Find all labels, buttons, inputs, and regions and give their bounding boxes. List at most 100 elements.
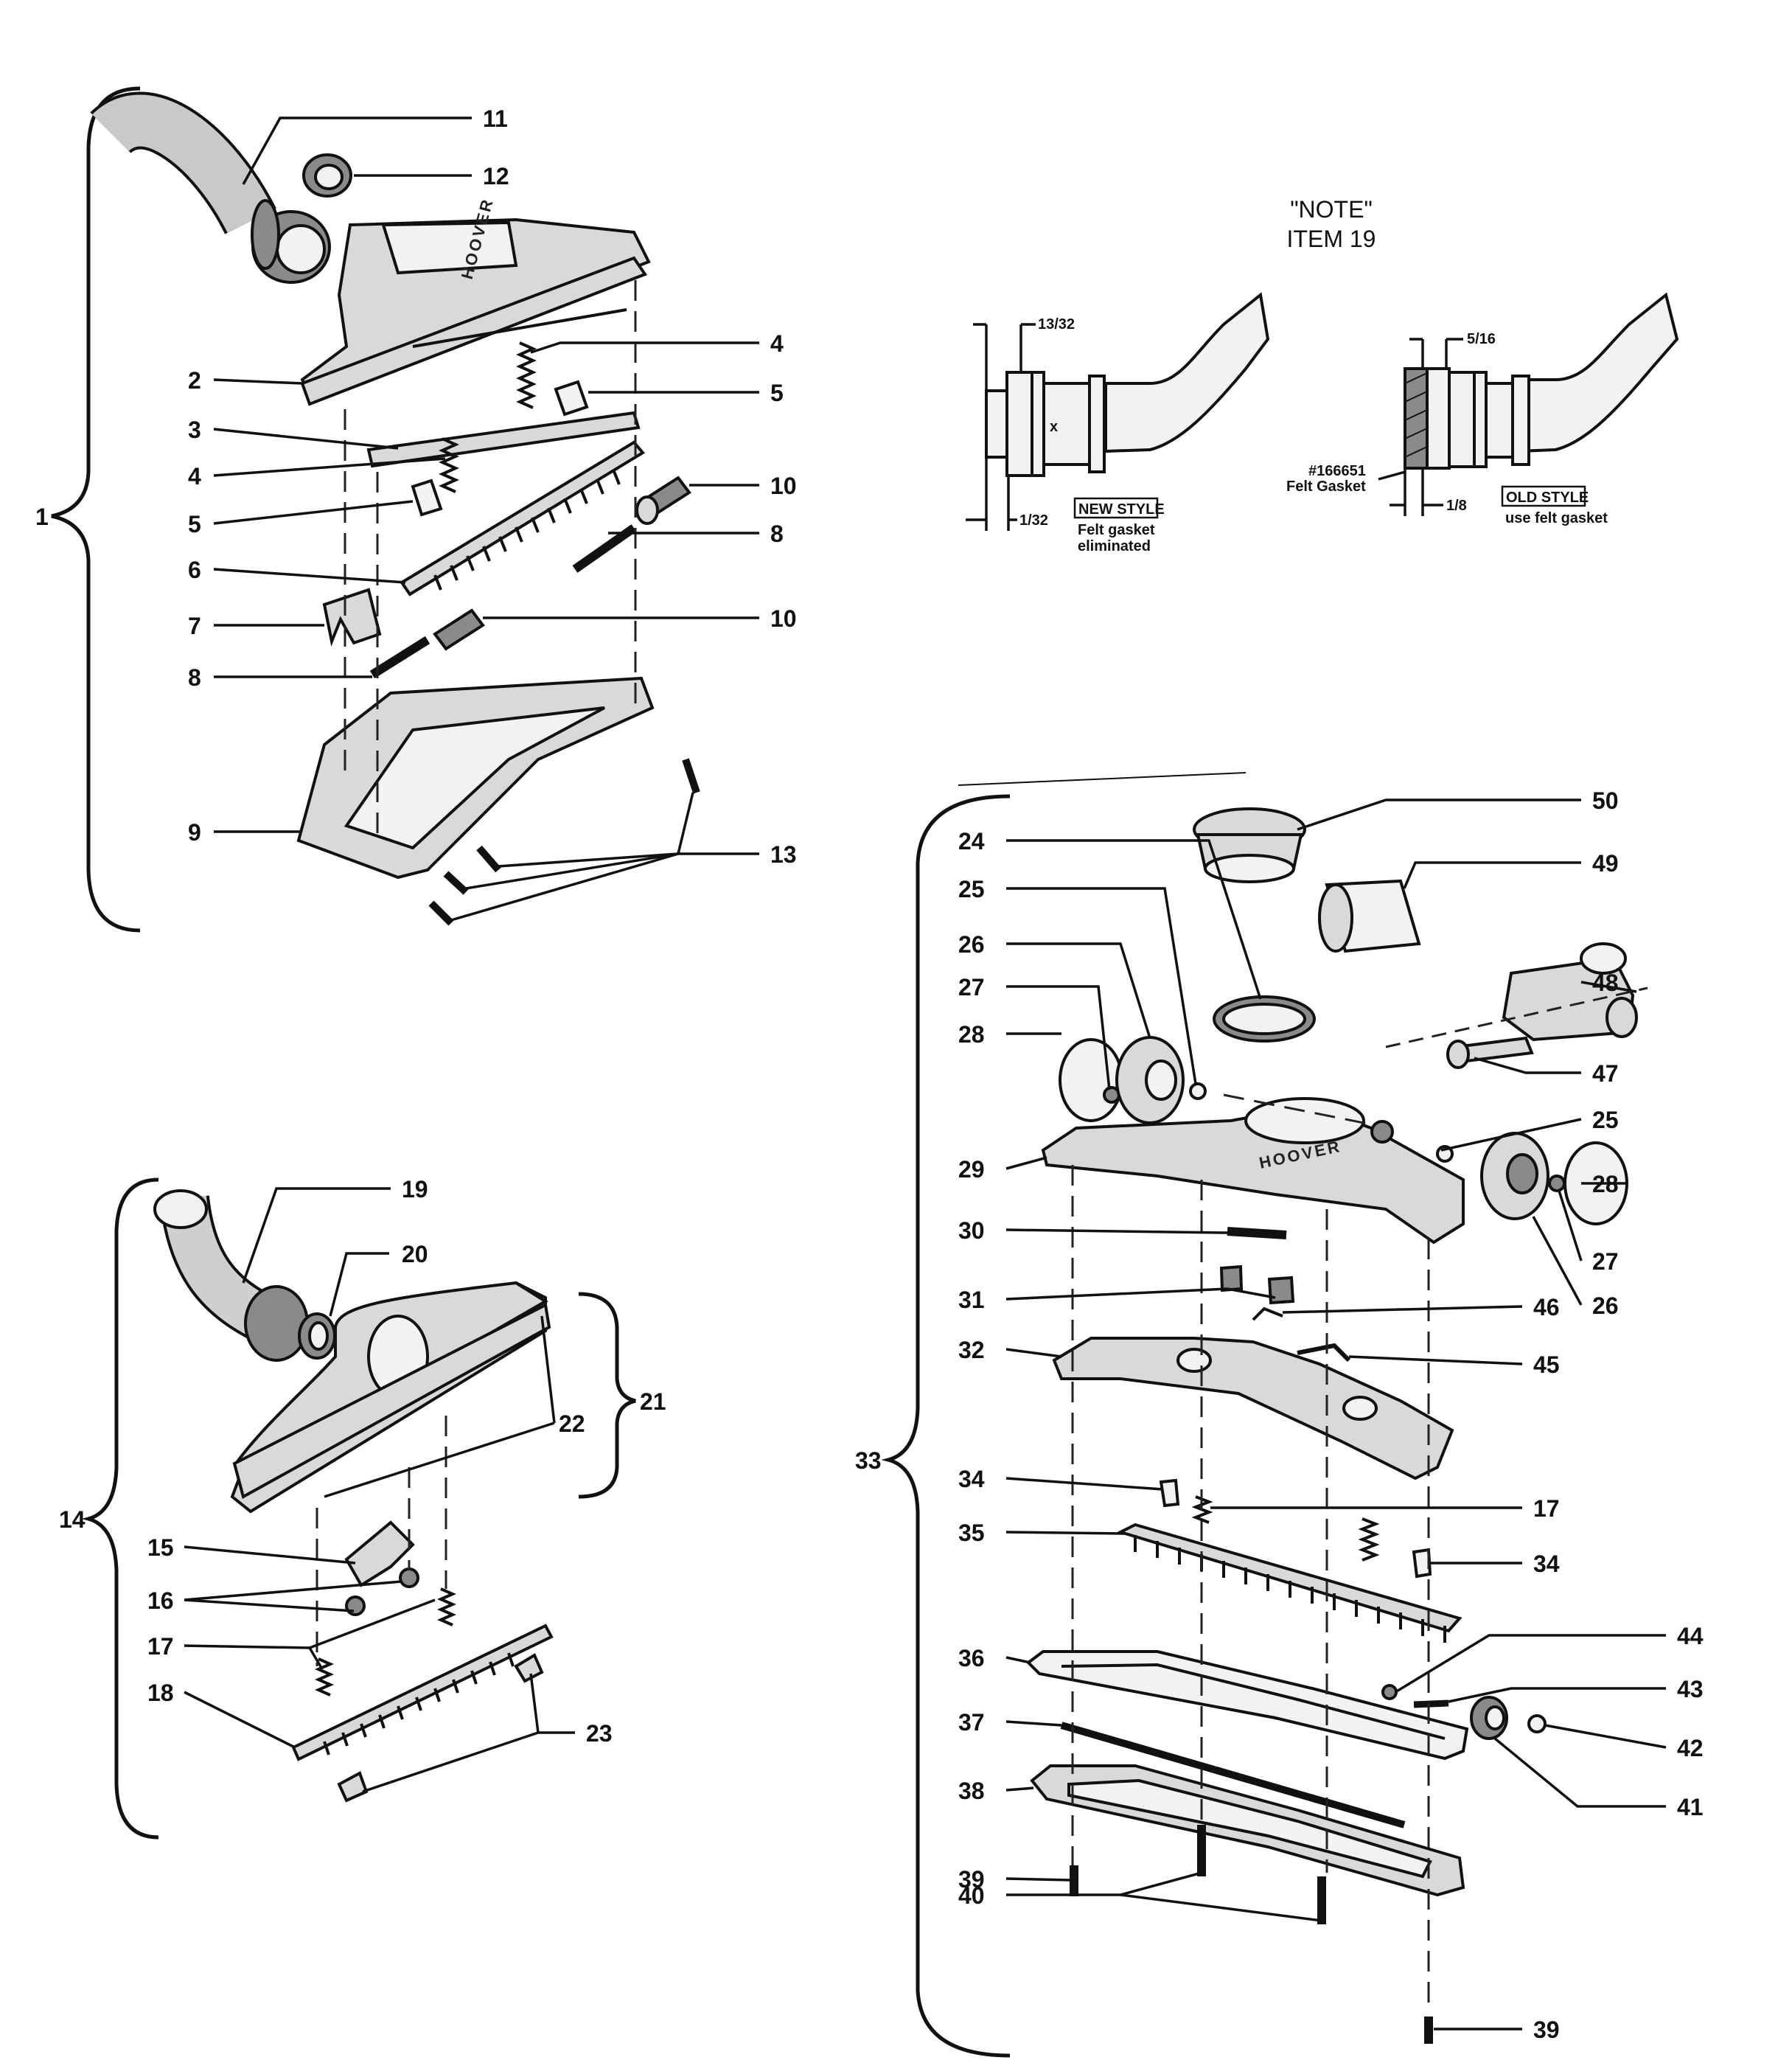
ring-27-right bbox=[1548, 1175, 1566, 1192]
callout-15: 15 bbox=[147, 1534, 174, 1561]
clip-5-left bbox=[411, 479, 443, 517]
callout-46: 46 bbox=[1533, 1294, 1560, 1320]
callout-36: 36 bbox=[958, 1645, 985, 1671]
ring-12-hole bbox=[314, 164, 344, 190]
bracket-7 bbox=[322, 588, 382, 647]
callout-50: 50 bbox=[1592, 787, 1619, 814]
wheel-10-right-cap bbox=[635, 495, 659, 525]
wheel-26-left-hub bbox=[1145, 1059, 1177, 1101]
callout-4-right: 4 bbox=[770, 330, 784, 357]
callout-21: 21 bbox=[640, 1388, 666, 1415]
callout-34-left: 34 bbox=[958, 1466, 985, 1492]
callout-12: 12 bbox=[483, 163, 509, 189]
nozzle-body-2-skirt bbox=[300, 256, 648, 406]
clip-46 bbox=[1252, 1306, 1283, 1321]
filter-49-end bbox=[1318, 883, 1353, 953]
callout-44: 44 bbox=[1677, 1623, 1704, 1649]
callout-38: 38 bbox=[958, 1778, 985, 1804]
clip-34-left bbox=[1159, 1478, 1180, 1508]
hose-19-cuff bbox=[244, 1285, 309, 1362]
clip-23b bbox=[337, 1771, 369, 1803]
callout-7: 7 bbox=[188, 613, 201, 639]
top-cover-29-port bbox=[1244, 1097, 1365, 1144]
callout-8-left: 8 bbox=[188, 664, 201, 691]
cap-50-base bbox=[1204, 854, 1295, 883]
callout-26-left: 26 bbox=[958, 931, 985, 958]
brush-strip-6-bristles bbox=[433, 469, 621, 591]
frame-32-roller bbox=[1176, 1348, 1212, 1373]
lens-28-left bbox=[1059, 1038, 1123, 1122]
callout-27-right: 27 bbox=[1592, 1248, 1619, 1275]
callout-35: 35 bbox=[958, 1520, 985, 1546]
pad-31a bbox=[1219, 1264, 1244, 1292]
old-style-part-name: Felt Gasket bbox=[1286, 479, 1366, 495]
callout-8-right: 8 bbox=[770, 521, 784, 547]
brace-assembly-21 bbox=[578, 1292, 636, 1499]
pin-43 bbox=[1413, 1699, 1449, 1708]
brush-18 bbox=[291, 1624, 554, 1761]
washer-25-left bbox=[1189, 1082, 1207, 1100]
callout-1: 1 bbox=[35, 504, 49, 530]
new-style-caption-2: eliminated bbox=[1078, 538, 1151, 554]
callout-14: 14 bbox=[59, 1506, 86, 1533]
frame-32-roller-2 bbox=[1342, 1396, 1378, 1421]
old-style-part-no: #166651 bbox=[1308, 463, 1366, 479]
callout-17-right: 17 bbox=[1533, 1495, 1560, 1522]
callout-37: 37 bbox=[958, 1709, 985, 1736]
callout-4-left: 4 bbox=[188, 463, 201, 490]
callout-39-left: 39 bbox=[958, 1866, 985, 1893]
screws-13 bbox=[428, 758, 700, 926]
callout-25-left: 25 bbox=[958, 876, 985, 902]
callout-32: 32 bbox=[958, 1337, 985, 1363]
callout-33: 33 bbox=[855, 1447, 882, 1474]
callout-20: 20 bbox=[402, 1241, 428, 1267]
note-title: "NOTE" bbox=[1290, 196, 1373, 223]
assembly-14: 19 20 21 22 14 15 16 17 18 23 bbox=[59, 1176, 666, 1840]
gasket-frame-36-inner bbox=[1061, 1663, 1446, 1740]
clip-5-right bbox=[554, 380, 589, 417]
callout-23: 23 bbox=[586, 1720, 613, 1747]
callout-5-right: 5 bbox=[770, 380, 784, 406]
callout-41: 41 bbox=[1677, 1794, 1704, 1820]
callout-48: 48 bbox=[1592, 970, 1619, 996]
assembly-33: HOOVER bbox=[855, 772, 1704, 2058]
callout-18: 18 bbox=[147, 1680, 174, 1706]
ring-44 bbox=[1381, 1684, 1398, 1700]
new-style-hose-end: x bbox=[966, 292, 1270, 531]
old-style-badge-box bbox=[1501, 485, 1586, 507]
callout-24: 24 bbox=[958, 828, 985, 855]
shaft-30 bbox=[1227, 1227, 1287, 1239]
pad-31b bbox=[1267, 1276, 1295, 1305]
nozzle-21-skirt bbox=[232, 1302, 551, 1499]
note-item-19: "NOTE" ITEM 19 x 13/32 1/32 NEW STYLE Fe… bbox=[966, 196, 1679, 554]
hose-11-ring bbox=[251, 199, 280, 270]
new-style-caption-1: Felt gasket bbox=[1078, 522, 1155, 538]
old-style-dim-bottom: 1/8 bbox=[1446, 498, 1467, 514]
callout-13: 13 bbox=[770, 841, 797, 868]
callout-10-right: 10 bbox=[770, 473, 797, 499]
gasket-frame-36 bbox=[1025, 1650, 1469, 1761]
brace-assembly-33 bbox=[881, 794, 1011, 2058]
callout-28-left: 28 bbox=[958, 1021, 985, 1048]
gasket-24-hole bbox=[1222, 1003, 1306, 1035]
brace-assembly-14 bbox=[81, 1177, 159, 1840]
callout-2: 2 bbox=[188, 367, 201, 394]
callout-9: 9 bbox=[188, 819, 201, 846]
callout-5-left: 5 bbox=[188, 511, 201, 537]
callout-49: 49 bbox=[1592, 850, 1619, 877]
old-style-hose-end bbox=[1378, 292, 1679, 516]
hose-11-fill bbox=[92, 94, 274, 234]
spring-17-right-b bbox=[1358, 1517, 1380, 1562]
brush-35 bbox=[1116, 1523, 1462, 1633]
wheel-41-hub bbox=[1485, 1705, 1505, 1730]
callout-42: 42 bbox=[1677, 1735, 1704, 1761]
callout-39-right: 39 bbox=[1533, 2016, 1560, 2043]
bracket-15 bbox=[344, 1520, 415, 1587]
latch-45 bbox=[1297, 1343, 1351, 1363]
callout-27-left: 27 bbox=[958, 974, 985, 1001]
callout-29: 29 bbox=[958, 1156, 985, 1183]
assembly-1: HOOVER bbox=[35, 86, 797, 933]
wheel-10-bottom bbox=[433, 608, 485, 651]
callout-34-right: 34 bbox=[1533, 1551, 1560, 1577]
nut-16b bbox=[345, 1596, 366, 1616]
